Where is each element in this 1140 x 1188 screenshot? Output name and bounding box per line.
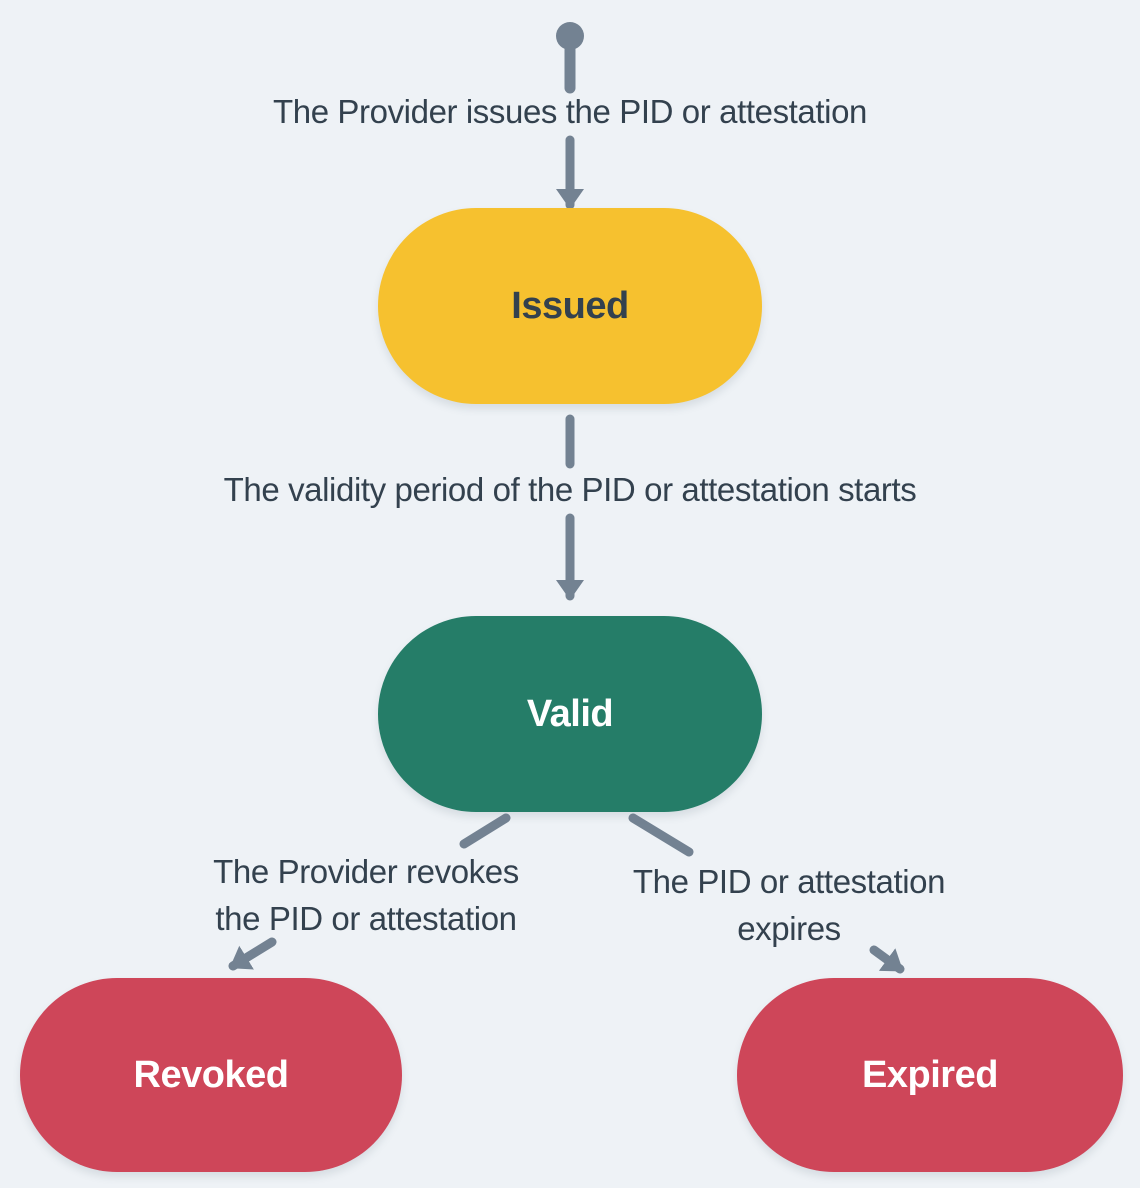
state-revoked: Revoked [20, 978, 402, 1172]
state-expired-label: Expired [862, 1053, 998, 1096]
connector-valid-expired-stub [628, 813, 694, 857]
state-expired: Expired [737, 978, 1123, 1172]
connector-valid-revoked-stub [459, 813, 511, 849]
initial-state-dot-icon [556, 22, 584, 50]
connector-valid-to-expired [869, 945, 905, 974]
state-issued: Issued [378, 208, 762, 404]
transition-label-attestation-expires: The PID or attestation expires [632, 863, 946, 947]
state-revoked-label: Revoked [133, 1053, 289, 1096]
connector-valid-to-revoked [228, 937, 277, 971]
transition-label-validity-starts: The validity period of the PID or attest… [223, 471, 917, 508]
state-valid-label: Valid [526, 692, 614, 735]
state-issued-label: Issued [511, 284, 629, 327]
transition-label-provider-revokes: The Provider revokes the PID or attestat… [213, 853, 519, 937]
state-valid: Valid [378, 616, 762, 812]
transition-label-provider-issues: The Provider issues the PID or attestati… [273, 93, 867, 130]
